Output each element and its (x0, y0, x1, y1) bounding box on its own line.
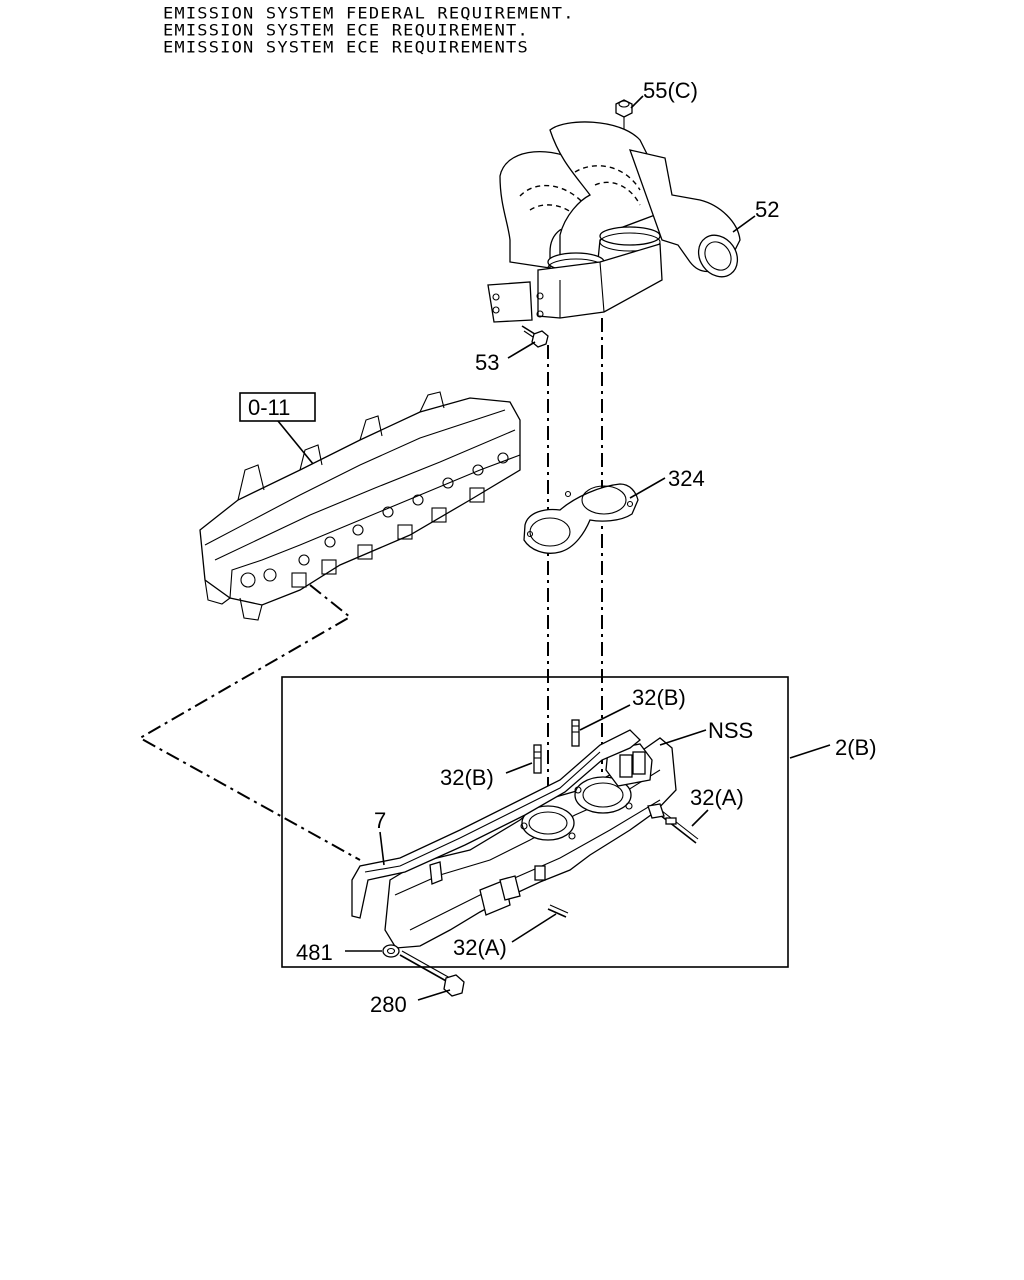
gasket-324[interactable] (523, 483, 639, 554)
callout-55c: 55(C) (643, 78, 698, 103)
leader-2b (789, 744, 831, 759)
leader-32b-left (505, 762, 533, 774)
callout-481: 481 (296, 940, 333, 965)
stud-32b-top[interactable] (571, 719, 580, 747)
intake-manifold[interactable] (384, 737, 677, 949)
leader-7 (379, 831, 385, 866)
washer-481[interactable] (382, 944, 400, 958)
leader-32b-top (579, 704, 631, 731)
leader-32a-right (691, 809, 709, 827)
cylinder-head[interactable] (199, 391, 521, 621)
leader-324 (629, 477, 666, 499)
callout-324: 324 (668, 466, 705, 491)
assembly-box-2b[interactable] (281, 676, 789, 968)
callout-2b: 2(B) (835, 735, 877, 760)
callout-32a-right: 32(A) (690, 785, 744, 810)
bolt-53[interactable] (521, 325, 549, 348)
callout-0-11: 0-11 (248, 395, 290, 420)
stud-32a-bottom[interactable] (547, 904, 569, 918)
callout-32a-bottom: 32(A) (453, 935, 507, 960)
header-line-2: EMISSION SYSTEM ECE REQUIREMENT. (163, 21, 529, 41)
header-line-3: EMISSION SYSTEM ECE REQUIREMENTS (163, 38, 529, 58)
callout-280: 280 (370, 992, 407, 1017)
gasket-7[interactable] (351, 729, 641, 919)
callout-52: 52 (755, 197, 779, 222)
nut-55c[interactable] (615, 99, 633, 130)
ref-box-0-11[interactable]: 0-11 (239, 392, 316, 422)
leader-55c (630, 95, 644, 109)
leader-0-11 (277, 420, 319, 471)
stud-32a-right[interactable] (647, 803, 699, 844)
leader-52 (732, 215, 756, 233)
callout-32b-left: 32(B) (440, 765, 494, 790)
callout-nss: NSS (708, 718, 753, 743)
leader-32a-bottom (511, 913, 557, 943)
leader-280 (417, 989, 451, 1001)
callout-7: 7 (374, 808, 386, 833)
intake-pipe-52[interactable] (487, 121, 745, 323)
callout-32b-top: 32(B) (632, 685, 686, 710)
alignment-line-head (137, 584, 361, 861)
leader-nss (659, 729, 707, 746)
header-line-1: EMISSION SYSTEM FEDERAL REQUIREMENT. (163, 4, 575, 24)
stud-32b-left[interactable] (533, 744, 542, 774)
callout-53: 53 (475, 350, 499, 375)
leader-53 (507, 341, 536, 359)
